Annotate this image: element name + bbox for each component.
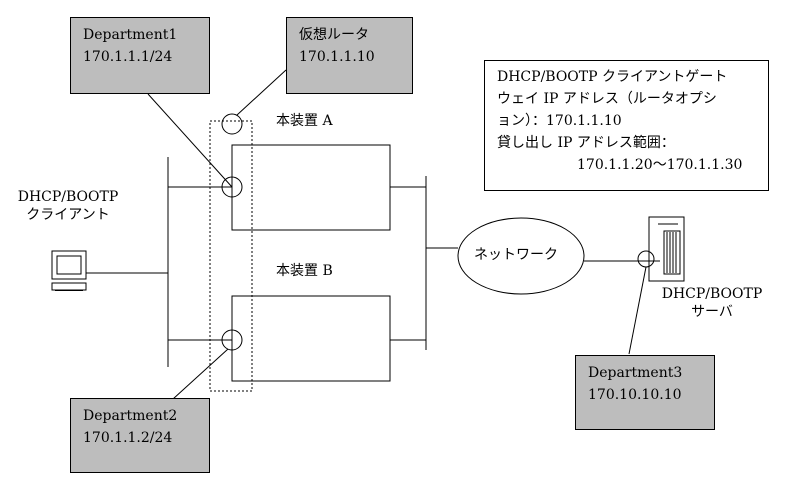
server-label: DHCP/BOOTP サーバ <box>652 285 772 321</box>
virtual-router-interface <box>221 113 243 135</box>
client-label-line1: DHCP/BOOTP <box>17 189 119 205</box>
department2-box: Department2 170.1.1.2/24 <box>70 398 210 473</box>
server-case <box>648 216 685 282</box>
pc-screen <box>56 255 82 275</box>
department3-box: Department3 170.10.10.10 <box>575 355 715 430</box>
dhcp-note-box: DHCP/BOOTP クライアントゲート ウェイ IP アドレス（ルータオプシ … <box>484 60 769 191</box>
device-b-box <box>231 295 391 382</box>
network-label: ネットワーク <box>474 247 558 263</box>
department3-address: 170.10.10.10 <box>588 387 682 403</box>
virtual-router-address: 170.1.1.10 <box>299 49 375 65</box>
dept1-callout <box>147 93 233 188</box>
server-label-line1: DHCP/BOOTP <box>661 286 763 302</box>
department3-name: Department3 <box>588 365 683 381</box>
device-b-label: 本装置 B <box>276 263 333 279</box>
virtual-router-callout <box>236 69 287 116</box>
department1-address: 170.1.1.1/24 <box>83 49 173 65</box>
department1-name: Department1 <box>83 27 178 43</box>
server-interface <box>637 250 655 268</box>
pc-keyboard <box>51 282 87 291</box>
department2-address: 170.1.1.2/24 <box>83 430 173 446</box>
note-line1: DHCP/BOOTP クライアントゲート <box>497 69 728 85</box>
device-a-lan-interface <box>221 176 243 198</box>
virtual-router-group <box>209 120 253 392</box>
note-line4: 貸し出し IP アドレス範囲： <box>497 135 675 151</box>
server-drive <box>663 230 681 275</box>
note-line2: ウェイ IP アドレス（ルータオプシ <box>497 91 717 107</box>
device-a-box <box>231 144 391 231</box>
note-line5: 170.1.1.20〜170.1.1.30 <box>577 157 743 173</box>
device-b-lan-interface <box>221 329 243 351</box>
virtual-router-name: 仮想ルータ <box>299 27 369 43</box>
network-cloud <box>457 217 585 295</box>
dept2-callout <box>172 348 229 400</box>
client-label: DHCP/BOOTP クライアント <box>8 188 128 224</box>
server-label-line2: サーバ <box>691 304 733 320</box>
department2-name: Department2 <box>83 408 178 424</box>
pc-monitor <box>51 250 87 280</box>
dept3-callout <box>628 266 647 355</box>
client-label-line2: クライアント <box>26 207 110 223</box>
department1-box: Department1 170.1.1.1/24 <box>70 17 210 94</box>
virtual-router-box: 仮想ルータ 170.1.1.10 <box>286 17 413 94</box>
device-a-label: 本装置 A <box>276 113 333 129</box>
note-line3: ョン）：170.1.1.10 <box>497 113 622 129</box>
